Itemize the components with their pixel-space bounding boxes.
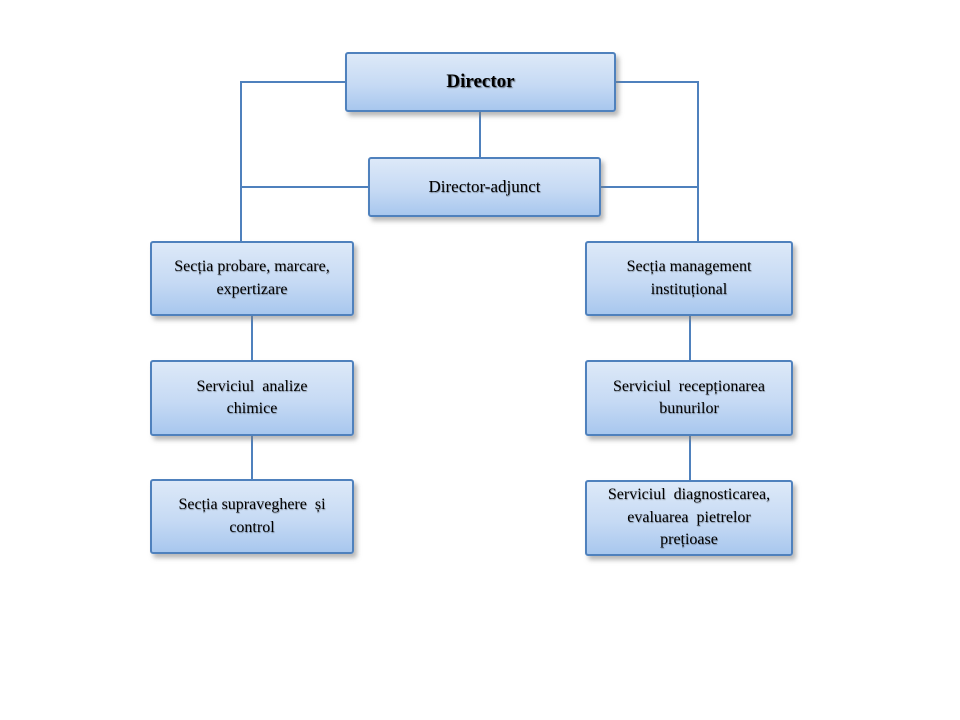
connector-receptionarea-to-diagnosticarea — [689, 436, 691, 480]
connector-adjunct-right-branch — [601, 186, 698, 188]
node-sectia-supraveghere: Secția supraveghere și control — [150, 479, 354, 554]
connector-director-left-branch — [241, 81, 345, 83]
node-director-label: Director — [446, 70, 515, 92]
connector-adjunct-left-branch — [241, 186, 368, 188]
node-serviciul-diagnosticarea: Serviciul diagnosticarea, evaluarea piet… — [585, 480, 793, 556]
node-sectia-management-label: Secția management instituțional — [626, 258, 752, 298]
connector-analize-to-supraveghere — [251, 436, 253, 479]
node-serviciul-analize-label: Serviciul analize chimice — [196, 377, 308, 417]
node-serviciul-receptionarea: Serviciul recepționarea bunurilor — [585, 360, 793, 436]
connector-right-drop-line — [697, 81, 699, 241]
node-director: Director — [345, 52, 616, 112]
node-director-adjunct-label: Director-adjunct — [428, 177, 541, 197]
connector-director-to-adjunct — [479, 112, 481, 157]
node-sectia-probare: Secția probare, marcare, expertizare — [150, 241, 354, 316]
node-sectia-supraveghere-label: Secția supraveghere și control — [178, 496, 326, 536]
node-sectia-management: Secția management instituțional — [585, 241, 793, 316]
node-serviciul-diagnosticarea-label: Serviciul diagnosticarea, evaluarea piet… — [607, 486, 771, 549]
node-serviciul-analize: Serviciul analize chimice — [150, 360, 354, 436]
connector-management-to-receptionarea — [689, 316, 691, 360]
node-sectia-probare-label: Secția probare, marcare, expertizare — [174, 258, 330, 298]
connector-probare-to-analize — [251, 316, 253, 360]
connector-director-right-branch — [616, 81, 698, 83]
node-director-adjunct: Director-adjunct — [368, 157, 601, 217]
node-serviciul-receptionarea-label: Serviciul recepționarea bunurilor — [613, 377, 765, 417]
connector-left-drop-line — [240, 81, 242, 241]
